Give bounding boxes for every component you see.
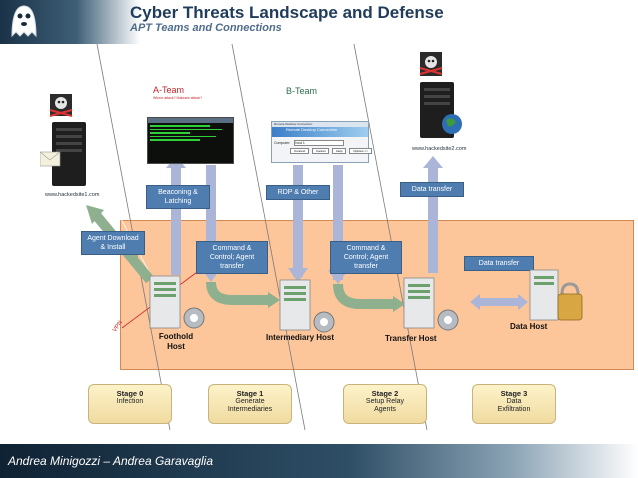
footer-band [0,444,638,478]
data-host-label: Data Host [510,322,548,331]
transfer-host-label: Transfer Host [385,334,437,343]
foothold-server-icon [149,275,205,329]
stage-1-box: Stage 1 Generate Intermediaries [208,384,292,424]
rdp-cancel-button[interactable]: Cancel [312,148,330,154]
hacked-server-2-icon [419,52,462,138]
data-transfer-up-arrow [428,165,438,273]
a-team-label: A-Team [153,85,185,95]
stage-divider-line [231,43,306,431]
beacon-arrow [171,165,181,275]
rdp-window: Remote Desktop Connection Remote Desktop… [271,121,372,163]
data-transfer-box-mid: Data transfer [464,256,534,271]
hacked-server-1-icon [40,94,86,186]
stage-3-box: Stage 3 Data Exfiltration [472,384,556,424]
agent-transfer-arrow-1 [206,281,270,305]
rdp-banner: Remote Desktop Connection [272,127,368,137]
agent-download-box: Agent Download & Install [81,231,145,255]
stage-0-box: Stage 0 Infection [88,384,172,424]
command-control-box-2: Command & Control; Agent transfer [330,241,402,274]
page-title: Cyber Threats Landscape and Defense [130,3,444,22]
beaconing-box: Beaconing & Latching [146,185,210,209]
cc-arrow-b [333,165,343,280]
rdp-options-button[interactable]: Options >> [349,148,372,154]
rdp-computer-label: Computer: [274,141,291,145]
intermediary-server-icon [279,279,335,333]
stage-0-title: Stage 0 [116,389,144,398]
a-team-note: Where attack? Malware attack? [153,96,203,100]
stage-2-title: Stage 2 [371,389,399,398]
stage-divider-line [353,43,428,431]
rdp-help-button[interactable]: Help [332,148,347,154]
data-server-lock-icon [529,269,583,321]
rdp-other-box: RDP & Other [266,185,330,200]
stage-1-title: Stage 1 [236,389,264,398]
rdp-connect-button[interactable]: Connect [290,148,310,154]
cc-arrow-a [206,165,216,275]
page-subtitle: APT Teams and Connections [130,22,282,34]
stage-3-desc: Data Exfiltration [497,398,531,413]
header-band [0,0,638,44]
stage-2-box: Stage 2 Setup Relay Agents [343,384,427,424]
stage-0-desc: Infection [116,398,144,405]
footer-authors: Andrea Minigozzi – Andrea Garavaglia [8,454,214,468]
hacked-site-1-label: www.hackedsite1.com [45,192,100,198]
rdp-arrow [293,165,303,277]
rdp-window-title: Remote Desktop Connection [272,122,368,127]
intermediary-host-label: Intermediary Host [266,333,335,342]
transfer-server-icon [403,277,459,331]
a-team-terminal-screen [147,117,234,164]
rdp-computer-field[interactable]: host 1 [294,140,345,146]
b-team-label: B-Team [286,86,318,96]
stage-2-desc: Setup Relay Agents [365,398,405,413]
data-transfer-box-top: Data transfer [400,182,464,197]
stage-1-desc: Generate Intermediaries [227,398,273,413]
data-transfer-horizontal-arrow [478,298,520,306]
agent-transfer-arrow-2 [333,283,395,309]
ghost-logo-icon [11,5,37,38]
command-control-box-1: Command & Control; Agent transfer [196,241,268,274]
stage-3-title: Stage 3 [500,389,528,398]
foothold-host-label: Foothold Host [158,332,194,351]
hacked-site-2-label: www.hackedsite2.com [412,146,467,152]
